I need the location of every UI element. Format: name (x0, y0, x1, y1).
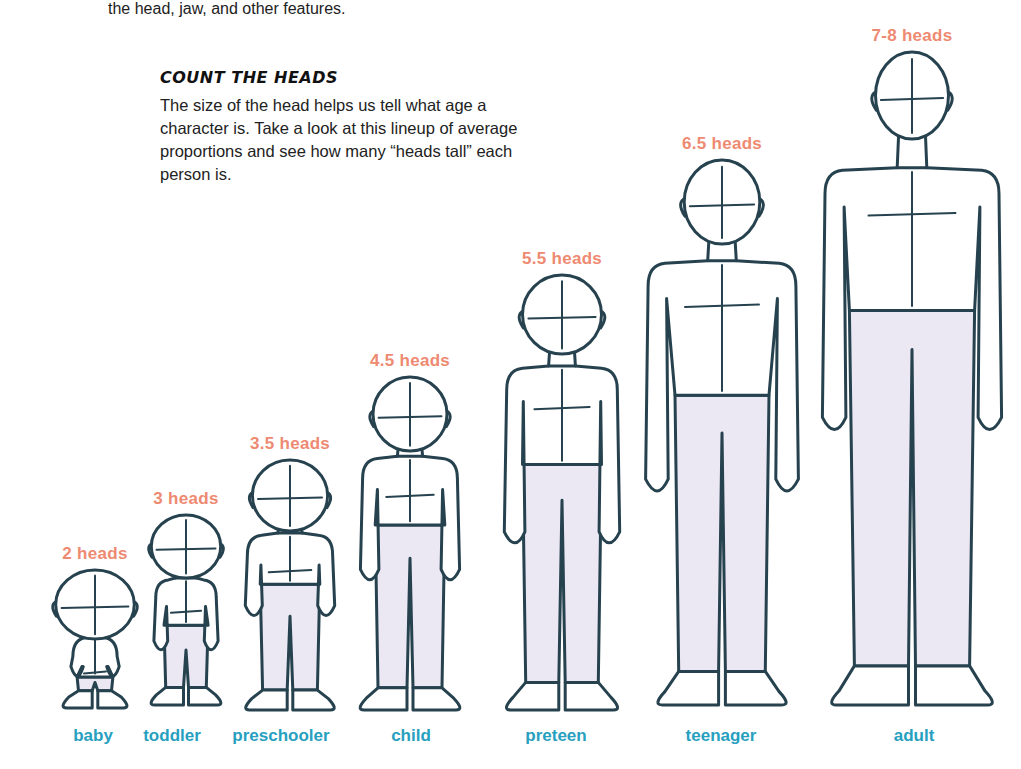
center-guide (409, 460, 411, 521)
foot (506, 682, 558, 710)
foot (725, 671, 786, 705)
head-count: 3 heads (153, 489, 218, 509)
chest-guide (685, 305, 759, 308)
head-guide (379, 416, 442, 418)
head-guide (157, 548, 216, 549)
torso (822, 168, 1001, 430)
head-guide (881, 98, 943, 100)
foot (413, 688, 460, 710)
torso (245, 533, 334, 615)
head-count: 2 heads (62, 544, 127, 564)
center-guide (911, 172, 913, 306)
head (373, 377, 447, 451)
section-title: COUNT THE HEADS (160, 68, 338, 87)
head-count: 6.5 heads (682, 134, 762, 154)
foot (658, 671, 719, 705)
chest-guide (269, 570, 312, 572)
foot (189, 687, 221, 705)
age-label: child (391, 726, 431, 746)
head-count: 4.5 heads (370, 351, 450, 371)
pants (675, 395, 769, 671)
pants (523, 465, 602, 683)
chest-guide (869, 213, 956, 216)
age-label: toddler (143, 726, 201, 746)
center-guide (721, 265, 723, 391)
head-guide (258, 498, 322, 500)
age-label: teenager (686, 726, 757, 746)
head-count: 7-8 heads (871, 26, 952, 46)
head-guide (289, 466, 291, 526)
chest-guide (171, 611, 201, 613)
head-guide (62, 607, 129, 608)
head-guide (409, 383, 411, 446)
torso (154, 578, 218, 650)
center-guide (94, 639, 96, 674)
head (684, 160, 760, 244)
body-text: The size of the head helps us tell what … (160, 94, 522, 186)
head (523, 275, 602, 354)
foot (565, 682, 617, 710)
pants (77, 677, 113, 691)
head-count: 3.5 heads (250, 434, 330, 454)
head-guide (94, 576, 96, 635)
chest-guide (84, 671, 106, 673)
age-label: baby (73, 726, 113, 746)
torso (504, 366, 619, 543)
center-guide (289, 537, 291, 581)
head (252, 460, 327, 531)
head-guide (528, 317, 595, 319)
pants (849, 310, 974, 666)
head (151, 515, 220, 578)
head-count: 5.5 heads (522, 249, 602, 269)
pants (164, 625, 208, 687)
age-label: adult (894, 726, 935, 746)
chest-guide (534, 407, 589, 409)
head-guide (690, 205, 754, 207)
center-guide (185, 581, 187, 622)
head-guide (911, 59, 913, 133)
body-text: the head, jaw, and other features. (108, 0, 346, 17)
head-guide (721, 167, 723, 238)
torso (360, 456, 459, 580)
torso (646, 261, 799, 491)
age-label: preteen (525, 726, 586, 746)
foot (916, 666, 993, 705)
foot (832, 666, 909, 705)
head-guide (185, 520, 187, 574)
pants (260, 584, 320, 690)
foot (360, 688, 407, 710)
foot (293, 690, 334, 710)
foot (63, 691, 92, 708)
foot (98, 691, 127, 708)
torso (71, 636, 119, 677)
foot (151, 687, 183, 705)
head (56, 570, 135, 639)
age-label: preschooler (232, 726, 329, 746)
head (876, 52, 949, 139)
center-guide (561, 370, 563, 461)
foot (246, 690, 287, 710)
pants (375, 525, 445, 688)
head-guide (561, 281, 563, 348)
chest-guide (386, 495, 433, 497)
